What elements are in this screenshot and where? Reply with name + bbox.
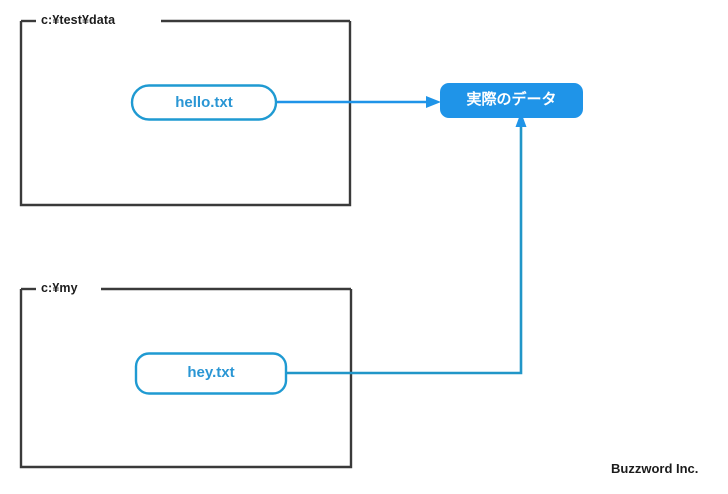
group-border-frame-2	[19, 289, 353, 469]
group-border-frame-1	[19, 21, 352, 207]
node-shape-hey[interactable]	[134, 352, 288, 395]
node-label-hey[interactable]: hey.txt	[187, 364, 235, 381]
edge-hello-to-data-arrowhead	[426, 96, 441, 108]
edge-hello-to-data	[276, 96, 441, 108]
node-shape-actual-data[interactable]	[440, 83, 583, 118]
group-box-my	[19, 287, 353, 469]
edge-hey-to-data-line	[287, 124, 523, 375]
node-label-hello[interactable]: hello.txt	[175, 94, 233, 111]
node-shape-hello[interactable]	[130, 84, 278, 121]
group-label-test-data: c:¥test¥data	[41, 13, 116, 27]
edge-hey-to-data-arrowhead	[515, 112, 527, 127]
node-label-actual-data[interactable]: 実際のデータ	[466, 91, 557, 108]
footer-credit: Buzzword Inc.	[611, 461, 699, 476]
edge-hey-to-data	[287, 112, 527, 375]
group-label-my: c:¥my	[41, 281, 78, 295]
group-box-test-data	[19, 19, 352, 207]
